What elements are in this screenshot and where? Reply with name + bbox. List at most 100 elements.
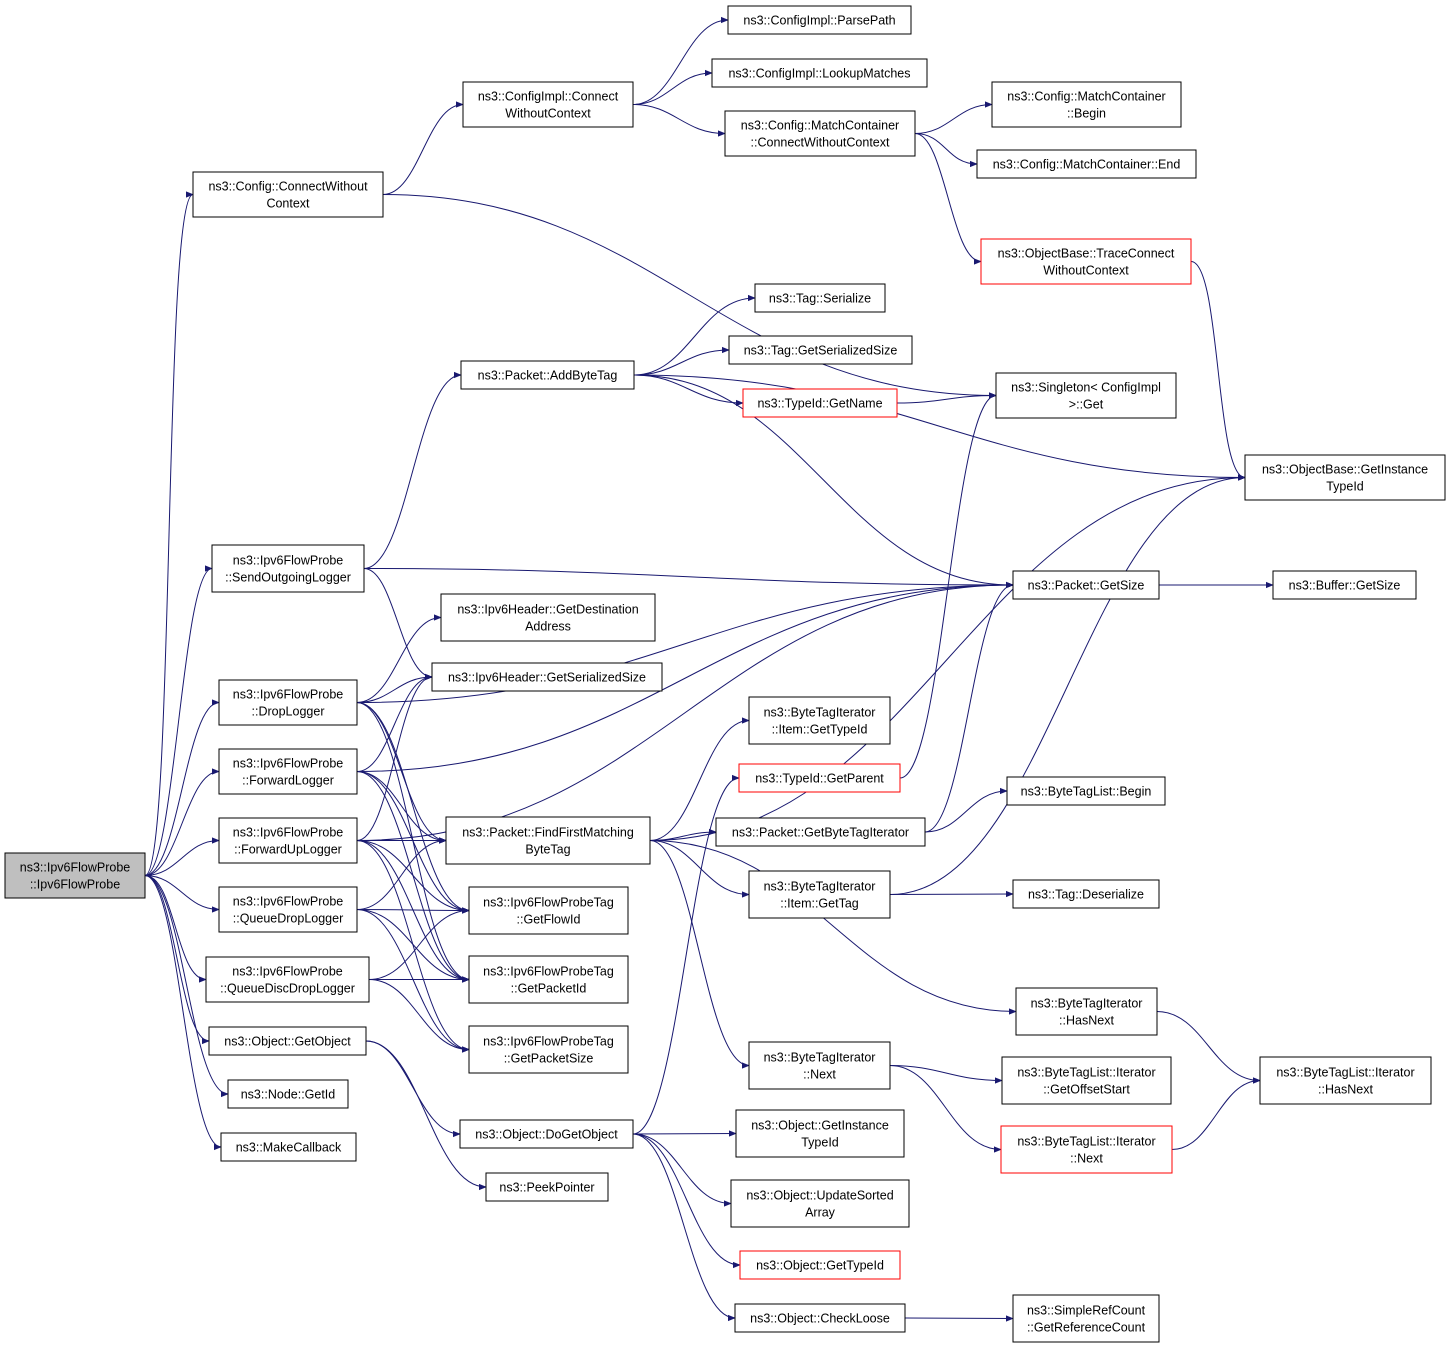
node-bti-next[interactable]: ns3::ByteTagIterator::Next <box>748 1041 891 1090</box>
edge-root-to-sol <box>144 565 213 876</box>
node-label: ns3::ByteTagIterator <box>764 880 876 894</box>
node-box <box>468 886 629 935</box>
node-box <box>715 817 926 847</box>
node-box <box>1259 1056 1432 1105</box>
node-fl[interactable]: ns3::Ipv6FlowProbe::ForwardLogger <box>218 748 358 795</box>
edge-ob-tcwc-to-ob-gitid <box>1190 261 1246 481</box>
node-bti-hn[interactable]: ns3::ByteTagIterator::HasNext <box>1015 987 1158 1036</box>
edge-root-to-dl <box>144 699 220 876</box>
node-peek[interactable]: ns3::PeekPointer <box>485 1172 609 1202</box>
node-label: TypeId <box>801 1136 839 1150</box>
node-box <box>445 816 651 865</box>
node-label: ::Item::GetTag <box>780 897 859 911</box>
node-label: ::GetFlowId <box>517 913 581 927</box>
node-tag-gss[interactable]: ns3::Tag::GetSerializedSize <box>728 335 913 365</box>
node-sol[interactable]: ns3::Ipv6FlowProbe::SendOutgoingLogger <box>211 544 365 593</box>
node-node-gid[interactable]: ns3::Node::GetId <box>227 1079 349 1109</box>
node-mc-begin[interactable]: ns3::Config::MatchContainer::Begin <box>991 81 1182 128</box>
node-box <box>995 372 1177 419</box>
node-obj-dgo[interactable]: ns3::Object::DoGetObject <box>459 1119 634 1149</box>
edge-root-to-qdl <box>144 875 220 913</box>
node-btli-hn[interactable]: ns3::ByteTagList::Iterator::HasNext <box>1259 1056 1432 1105</box>
node-qdl[interactable]: ns3::Ipv6FlowProbe::QueueDropLogger <box>218 886 358 933</box>
node-bti-gtag[interactable]: ns3::ByteTagIterator::Item::GetTag <box>748 870 891 919</box>
node-box <box>1015 987 1158 1036</box>
node-label: ns3::ByteTagList::Iterator <box>1276 1066 1414 1080</box>
node-ful[interactable]: ns3::Ipv6FlowProbe::ForwardUpLogger <box>218 817 358 864</box>
edge-pkt-abt-to-pkt-gs <box>633 374 1014 589</box>
node-label: ns3::Packet::GetByteTagIterator <box>732 826 909 840</box>
node-root[interactable]: ns3::Ipv6FlowProbe::Ipv6FlowProbe <box>4 852 146 899</box>
node-mkcb[interactable]: ns3::MakeCallback <box>220 1132 357 1162</box>
edge-root-to-cfg-cwc <box>144 191 194 876</box>
node-btl-begin[interactable]: ns3::ByteTagList::Begin <box>1006 776 1166 806</box>
nodes-layer: ns3::Ipv6FlowProbe::Ipv6FlowProbe ns3::Co… <box>4 5 1446 1343</box>
node-label: ns3::Tag::Serialize <box>769 292 871 306</box>
node-label: ns3::PeekPointer <box>499 1181 594 1195</box>
node-label: ns3::Config::MatchContainer::End <box>993 158 1181 172</box>
node-fpt-gps[interactable]: ns3::Ipv6FlowProbeTag::GetPacketSize <box>468 1025 629 1074</box>
node-box <box>742 388 898 418</box>
node-label: WithoutContext <box>1043 264 1129 278</box>
node-box <box>1000 1125 1173 1174</box>
node-tid-gn[interactable]: ns3::TypeId::GetName <box>742 388 898 418</box>
node-label: ::HasNext <box>1318 1083 1373 1097</box>
node-ob-tcwc[interactable]: ns3::ObjectBase::TraceConnectWithoutCont… <box>980 238 1192 285</box>
node-label: ::Ipv6FlowProbe <box>30 878 120 892</box>
node-btli-gos[interactable]: ns3::ByteTagList::Iterator::GetOffsetSta… <box>1001 1056 1172 1105</box>
edge-obj-go-to-peek <box>365 1040 487 1191</box>
node-label: ::GetOffsetStart <box>1043 1083 1130 1097</box>
node-box <box>724 110 916 157</box>
node-ci-cwc[interactable]: ns3::ConfigImpl::ConnectWithoutContext <box>462 81 634 128</box>
node-label: ::GetReferenceCount <box>1027 1321 1146 1335</box>
node-obj-go[interactable]: ns3::Object::GetObject <box>208 1026 367 1056</box>
node-box <box>218 817 358 864</box>
node-obj-gtid[interactable]: ns3::Object::GetTypeId <box>739 1250 901 1280</box>
node-bti-gtid[interactable]: ns3::ByteTagIterator::Item::GetTypeId <box>748 696 891 745</box>
node-tid-gp[interactable]: ns3::TypeId::GetParent <box>738 763 901 793</box>
node-label: ns3::TypeId::GetName <box>757 397 882 411</box>
node-box <box>730 1179 910 1228</box>
node-fpt-gfid[interactable]: ns3::Ipv6FlowProbeTag::GetFlowId <box>468 886 629 935</box>
node-label: ns3::Ipv6FlowProbeTag <box>483 965 614 979</box>
node-dl[interactable]: ns3::Ipv6FlowProbe::DropLogger <box>218 679 358 726</box>
node-fpt-gpid[interactable]: ns3::Ipv6FlowProbeTag::GetPacketId <box>468 955 629 1004</box>
node-label: ns3::Packet::GetSize <box>1028 579 1145 593</box>
node-ih-gss[interactable]: ns3::Ipv6Header::GetSerializedSize <box>431 662 663 692</box>
node-box <box>220 1132 357 1162</box>
node-qddl[interactable]: ns3::Ipv6FlowProbe::QueueDiscDropLogger <box>205 956 370 1003</box>
node-box <box>1012 570 1160 600</box>
node-btli-next[interactable]: ns3::ByteTagList::Iterator::Next <box>1000 1125 1173 1174</box>
node-label: ns3::Singleton< ConfigImpl <box>1011 381 1161 395</box>
node-tag-deser[interactable]: ns3::Tag::Deserialize <box>1012 879 1160 909</box>
node-pkt-abt[interactable]: ns3::Packet::AddByteTag <box>460 360 635 390</box>
node-pkt-gs[interactable]: ns3::Packet::GetSize <box>1012 570 1160 600</box>
node-pkt-gbti[interactable]: ns3::Packet::GetByteTagIterator <box>715 817 926 847</box>
node-tag-ser[interactable]: ns3::Tag::Serialize <box>754 283 886 313</box>
node-ci-pp[interactable]: ns3::ConfigImpl::ParsePath <box>727 5 912 35</box>
node-box <box>739 1250 901 1280</box>
node-label: ::Item::GetTypeId <box>772 723 868 737</box>
node-box <box>205 956 370 1003</box>
edge-cfg-cwc-to-singleton <box>382 194 997 399</box>
node-box <box>218 886 358 933</box>
node-box <box>462 81 634 128</box>
node-label: ByteTag <box>525 843 570 857</box>
node-obj-cl[interactable]: ns3::Object::CheckLoose <box>734 1303 906 1333</box>
node-buf-gs[interactable]: ns3::Buffer::GetSize <box>1272 570 1417 600</box>
edge-mc-cwc-to-mc-end <box>914 133 978 168</box>
node-label: ::Begin <box>1067 107 1106 121</box>
node-singleton[interactable]: ns3::Singleton< ConfigImpl>::Get <box>995 372 1177 419</box>
edge-bti-gtag-to-tag-deser <box>889 890 1014 898</box>
node-src-grc[interactable]: ns3::SimpleRefCount::GetReferenceCount <box>1012 1294 1160 1343</box>
node-ci-lm[interactable]: ns3::ConfigImpl::LookupMatches <box>711 58 928 88</box>
node-mc-cwc[interactable]: ns3::Config::MatchContainer::ConnectWith… <box>724 110 916 157</box>
node-cfg-cwc[interactable]: ns3::Config::ConnectWithoutContext <box>192 171 384 218</box>
node-label: ns3::Ipv6Header::GetDestination <box>457 603 638 617</box>
node-mc-end[interactable]: ns3::Config::MatchContainer::End <box>976 149 1197 179</box>
